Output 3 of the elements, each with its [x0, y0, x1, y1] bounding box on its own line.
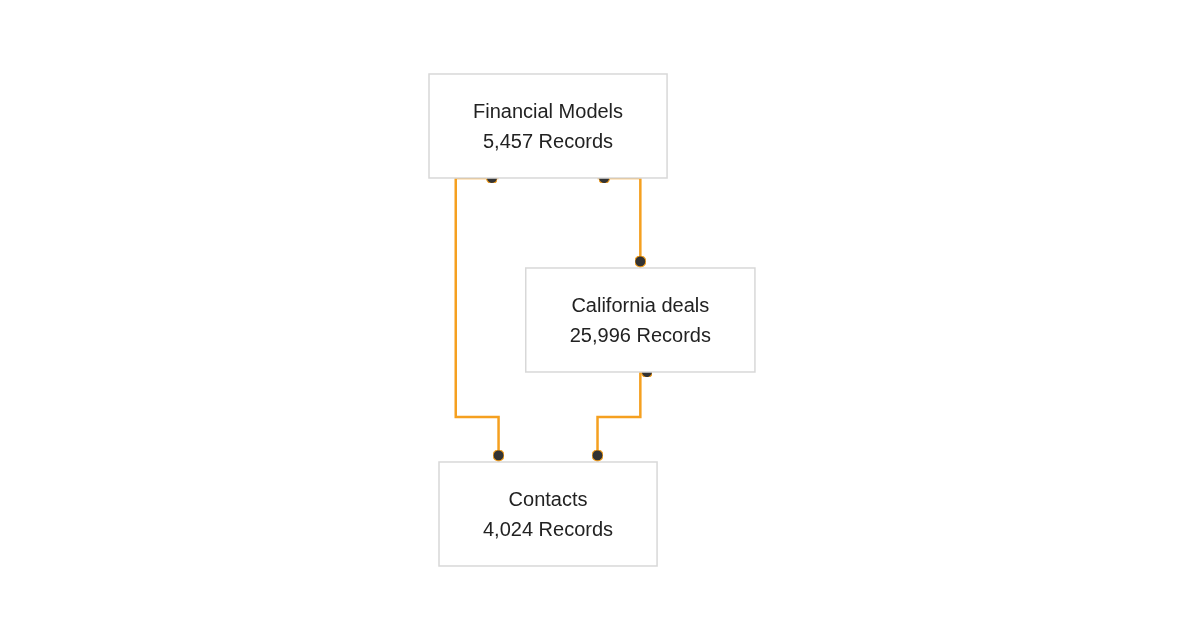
node-box: Financial Models 5,457 Records — [428, 73, 668, 179]
node-box: Contacts 4,024 Records — [438, 461, 658, 567]
node-box: California deals 25,996 Records — [525, 267, 756, 373]
